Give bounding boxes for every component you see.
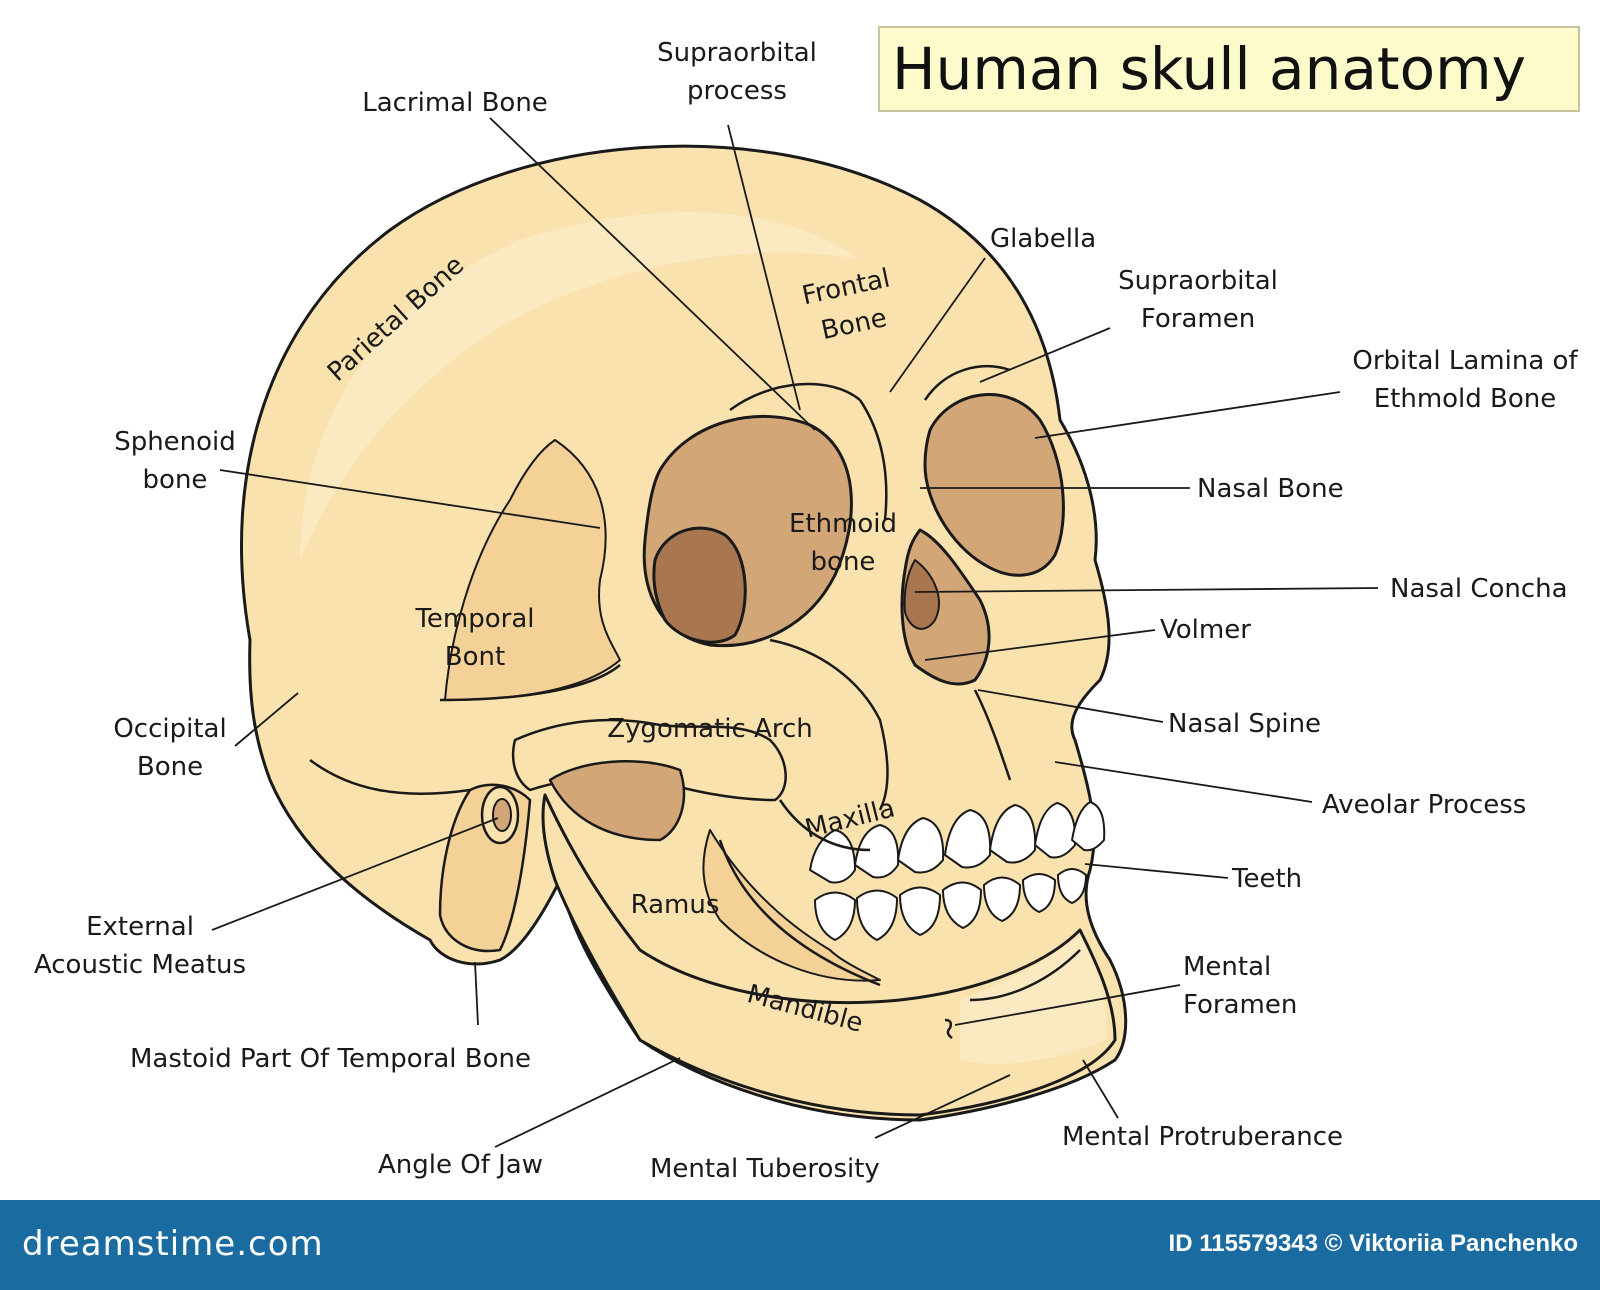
- leader-supraorbital-process: [727, 124, 801, 411]
- footer-bar: dreamstime.com ID 115579343 © Viktoriia …: [0, 1200, 1600, 1290]
- label-supraorbital-foramen: Supraorbital Foramen: [1118, 266, 1278, 334]
- lower-tooth: [899, 886, 941, 936]
- leader-angle-of-jaw: [494, 1057, 681, 1148]
- leader-mental-tuberosity: [874, 1074, 1011, 1139]
- chin-line: [969, 949, 1081, 1002]
- upper-tooth: [809, 829, 856, 884]
- zygomatic-arch-shape: [511, 718, 787, 802]
- leader-teeth: [1084, 863, 1229, 879]
- upper-teeth: [809, 801, 1106, 884]
- nasal-concha-shape: [903, 559, 940, 630]
- leader-nasal-spine: [977, 689, 1164, 723]
- foramen-mark: [944, 1018, 953, 1040]
- detail-lines: [309, 365, 1081, 1040]
- leader-volmer: [924, 629, 1156, 661]
- occipital-line: [309, 758, 471, 795]
- nasal-spine-line: [973, 689, 1012, 781]
- leader-glabella: [889, 257, 986, 393]
- label-lacrimal-bone: Lacrimal Bone: [362, 88, 548, 118]
- brow-ridge-left: [729, 382, 861, 412]
- footer-brand[interactable]: dreamstime.com: [22, 1224, 324, 1264]
- leader-nasal-concha: [914, 587, 1379, 593]
- label-ethmoid-bone: Ethmoid bone: [788, 509, 898, 577]
- cheek-line: [769, 638, 889, 811]
- label-nasal-spine: Nasal Spine: [1168, 709, 1322, 739]
- label-sphenoid-bone: Sphenoid bone: [114, 427, 236, 495]
- label-text: Supraorbital process: [657, 38, 817, 106]
- cranium-highlight: [300, 212, 860, 560]
- title-box: Human skull anatomy: [878, 26, 1580, 112]
- label-external-acoustic-meatus: External Acoustic Meatus: [33, 912, 247, 980]
- footer-credit: ID 115579343 © Viktoriia Panchenko: [1168, 1230, 1578, 1257]
- label-zygomatic-arch: Zygomatic Arch: [607, 714, 813, 744]
- maxilla-line: [778, 799, 871, 852]
- leader-mastoid-part: [474, 961, 479, 1026]
- leader-orbital-lamina: [1034, 391, 1341, 439]
- label-supraorbital-process: Supraorbital process: [652, 34, 822, 110]
- chin-highlight: [960, 935, 1107, 1064]
- lower-teeth: [814, 868, 1087, 941]
- label-angle-of-jaw: Angle Of Jaw: [378, 1150, 544, 1180]
- lower-tooth: [1057, 868, 1087, 904]
- label-nasal-bone: Nasal Bone: [1197, 474, 1344, 504]
- orbit-right: [923, 393, 1065, 577]
- label-orbital-lamina: Orbital Lamina of Ethmold Bone: [1352, 346, 1578, 414]
- label-ramus: Ramus: [630, 890, 720, 920]
- jaw-cavity: [548, 760, 686, 842]
- leader-sphenoid-bone: [219, 469, 601, 529]
- leader-external-acoustic-meatus: [211, 817, 499, 931]
- label-mastoid-part: Mastoid Part Of Temporal Bone: [130, 1044, 532, 1074]
- leader-lines: [211, 117, 1379, 1148]
- label-aveolar-process: Aveolar Process: [1322, 790, 1527, 820]
- orbit-left-deep: [652, 526, 747, 644]
- leader-mental-protruberance: [1082, 1059, 1119, 1119]
- temporal-line: [439, 664, 621, 702]
- lower-tooth: [942, 881, 982, 929]
- leader-occipital-bone: [234, 692, 299, 747]
- lower-tooth: [983, 876, 1021, 922]
- label-occipital-bone: Occipital Bone: [113, 714, 227, 782]
- lower-tooth: [856, 889, 898, 941]
- lower-tooth: [1022, 873, 1056, 913]
- label-temporal-bont: Temporal Bont: [415, 604, 535, 672]
- ear-canal-inner: [492, 798, 512, 832]
- lower-tooth: [814, 891, 856, 941]
- label-glabella: Glabella: [990, 224, 1097, 254]
- upper-tooth: [944, 809, 992, 869]
- skull-illustration: [240, 144, 1128, 1122]
- leader-mental-foramen: [954, 984, 1181, 1026]
- label-mental-tuberosity: Mental Tuberosity: [650, 1154, 880, 1184]
- leader-supraorbital-foramen: [979, 327, 1111, 383]
- label-mental-foramen: Mental Foramen: [1183, 952, 1298, 1020]
- upper-tooth: [1071, 801, 1106, 852]
- upper-tooth: [989, 804, 1037, 864]
- label-nasal-concha: Nasal Concha: [1390, 574, 1568, 604]
- ramus-inner: [702, 829, 881, 982]
- diagram-title: Human skull anatomy: [892, 35, 1526, 103]
- leader-aveolar-process: [1054, 761, 1313, 803]
- brow-ridge-right: [923, 365, 1011, 401]
- label-mental-protruberance: Mental Protruberance: [1062, 1122, 1344, 1152]
- label-volmer: Volmer: [1160, 615, 1251, 645]
- upper-tooth: [1034, 802, 1077, 859]
- upper-tooth: [897, 817, 945, 874]
- label-teeth: Teeth: [1232, 864, 1303, 894]
- leader-lacrimal-bone: [489, 117, 816, 431]
- nose-bridge: [858, 399, 888, 521]
- skull-diagram: [211, 117, 1379, 1148]
- upper-tooth: [854, 824, 900, 879]
- mandible-line: [718, 839, 881, 987]
